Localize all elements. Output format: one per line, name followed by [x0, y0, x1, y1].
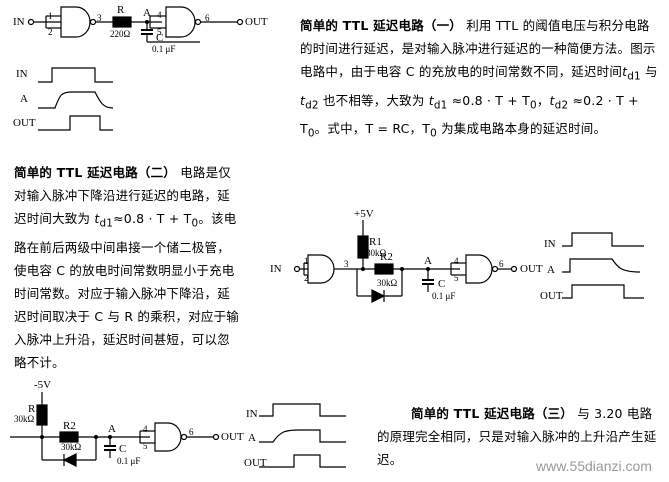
c1-c-label: C: [156, 32, 164, 44]
diode-1: [371, 289, 386, 303]
c1-pin1: 1: [48, 11, 53, 21]
w3-a-label: A: [248, 432, 256, 444]
sub-0: 0: [191, 217, 199, 230]
c2-in-label: IN: [270, 263, 282, 275]
c3-r1-value: 30kΩ: [14, 414, 35, 424]
c3-c-value: 0.1 μF: [117, 456, 141, 466]
w2-out-label: OUT: [540, 290, 563, 302]
c3-pin6: 6: [189, 427, 194, 437]
var-t: t: [549, 92, 555, 108]
sub-d1: d1: [627, 70, 641, 83]
sub-d2: d2: [305, 99, 319, 111]
sub-0: 0: [430, 127, 437, 140]
section1-text: 简单的 TTL 延迟电路（一） 利用 TTL 的阈值电压与积分电路的时间进行延迟…: [300, 18, 658, 140]
waveform-2: [562, 232, 644, 299]
c2-pin4: 4: [454, 256, 459, 266]
c2-c-value: 0.1 μF: [432, 291, 456, 301]
c1-out-label: OUT: [245, 16, 268, 28]
diode-2: [62, 453, 77, 467]
nand-gate-5: [154, 422, 182, 452]
equation-1: ≈0.8 · T + T: [447, 92, 530, 108]
section2-body: 电路是仅对输入脉冲下降沿进行延迟的电路，延迟时间大致为: [14, 165, 232, 226]
circuit-3-wiring: [10, 392, 220, 467]
sub-0: 0: [530, 99, 537, 111]
watermark: www.55dianzi.com: [536, 458, 652, 474]
c3-c-label: C: [119, 443, 127, 455]
w1-out-label: OUT: [13, 117, 36, 129]
c3-out-label: OUT: [221, 431, 244, 443]
c2-pin1: 1: [304, 256, 309, 266]
c3-r2-value: 30kΩ: [61, 442, 82, 452]
c2-r2-label: R2: [380, 251, 393, 263]
resistor-r2-c3: [59, 431, 79, 443]
w2-a-label: A: [547, 264, 555, 276]
c2-r1-label: R1: [369, 236, 382, 248]
nand-gate-2: [165, 6, 196, 38]
c3-r1-label: R1: [28, 403, 41, 415]
circuit-2-wiring: [293, 220, 518, 303]
c1-c-value: 0.1 μF: [152, 44, 176, 54]
w1-a-label: A: [20, 93, 28, 105]
section3-body: 与 3.20 电路的原理完全相同，只是对输入脉冲的上升沿产生延迟。: [377, 406, 657, 467]
section3-title: 简单的 TTL 延迟电路（三）: [411, 406, 574, 421]
w3-out-label: OUT: [244, 457, 267, 469]
c1-pin5: 5: [157, 27, 162, 37]
c1-r-value: 220Ω: [110, 29, 131, 39]
equation-3: ≈0.8 · T + T: [113, 211, 192, 226]
c2-a-label: A: [424, 255, 432, 267]
c2-vcc-label: +5V: [354, 208, 374, 220]
resistor-r2: [374, 263, 394, 275]
section1-body-5: 为集成电路本身的延迟时间。: [436, 121, 607, 136]
equation-2: ≈0.2 · T + T: [300, 92, 639, 137]
c1-pin4: 4: [157, 10, 162, 20]
nand-gate-1: [60, 6, 91, 38]
c1-in-label: IN: [13, 16, 25, 28]
c2-r1-value: 30kΩ: [366, 248, 387, 258]
section3-text: 简单的 TTL 延迟电路（三） 与 3.20 电路的原理完全相同，只是对输入脉冲…: [377, 402, 662, 471]
c1-pin2: 2: [48, 27, 53, 37]
sub-0: 0: [307, 127, 315, 140]
section1-body-3: 也不相等，大致为: [318, 92, 429, 108]
w1-in-label: IN: [16, 68, 28, 80]
waveform-1: [38, 67, 114, 131]
sub-d1: d1: [99, 217, 114, 230]
var-t: t: [94, 211, 100, 226]
c2-r2-value: 30kΩ: [377, 278, 398, 288]
c3-pin4: 4: [143, 424, 148, 434]
c1-r-label: R: [117, 4, 125, 16]
c3-pin5: 5: [143, 441, 148, 451]
sub-d2: d2: [554, 99, 569, 111]
section1-body-2: 与: [640, 64, 658, 79]
sub-d1: d1: [433, 99, 448, 111]
section1-body-4: 。式中，T = RC，T: [314, 121, 431, 136]
section2-text: 简单的 TTL 延迟电路（二） 电路是仅对输入脉冲下降沿进行延迟的电路，延迟时间…: [14, 161, 240, 374]
c1-pin3: 3: [97, 13, 102, 23]
section1-title: 简单的 TTL 延迟电路（一）: [300, 18, 463, 33]
nand-gate-4: [465, 254, 493, 284]
c2-pin3: 3: [344, 259, 349, 269]
c2-c-label: C: [438, 278, 446, 290]
c2-pin5: 5: [454, 273, 459, 283]
section1-body: 利用 TTL 的阈值电压与积分电路的时间进行延迟，是对输入脉冲进行延迟的一种简便…: [300, 18, 656, 79]
section2-title: 简单的 TTL 延迟电路（二）: [14, 165, 177, 180]
w3-in-label: IN: [246, 408, 258, 420]
var-t: t: [428, 92, 434, 108]
c3-vcc-label: -5V: [34, 379, 52, 391]
c2-pin6: 6: [499, 259, 504, 269]
nand-gate-3: [307, 254, 335, 284]
c2-out-label: OUT: [520, 263, 543, 275]
resistor-r: [112, 16, 132, 28]
waveform-3: [259, 403, 346, 468]
section2-body-2: 。该电路在前后两级中间串接一个储二极管，使电容 C 的放电时间常数明显小于充电时…: [14, 211, 240, 370]
w2-in-label: IN: [544, 238, 556, 250]
c1-a-label: A: [143, 7, 151, 19]
c2-pin2: 2: [304, 273, 309, 283]
circuit-1-wiring: [27, 6, 244, 43]
var-t: t: [300, 92, 306, 108]
c3-a-label: A: [108, 423, 116, 435]
c3-r2-label: R2: [63, 420, 76, 432]
var-t: t: [622, 64, 628, 79]
c1-pin6: 6: [205, 13, 210, 23]
